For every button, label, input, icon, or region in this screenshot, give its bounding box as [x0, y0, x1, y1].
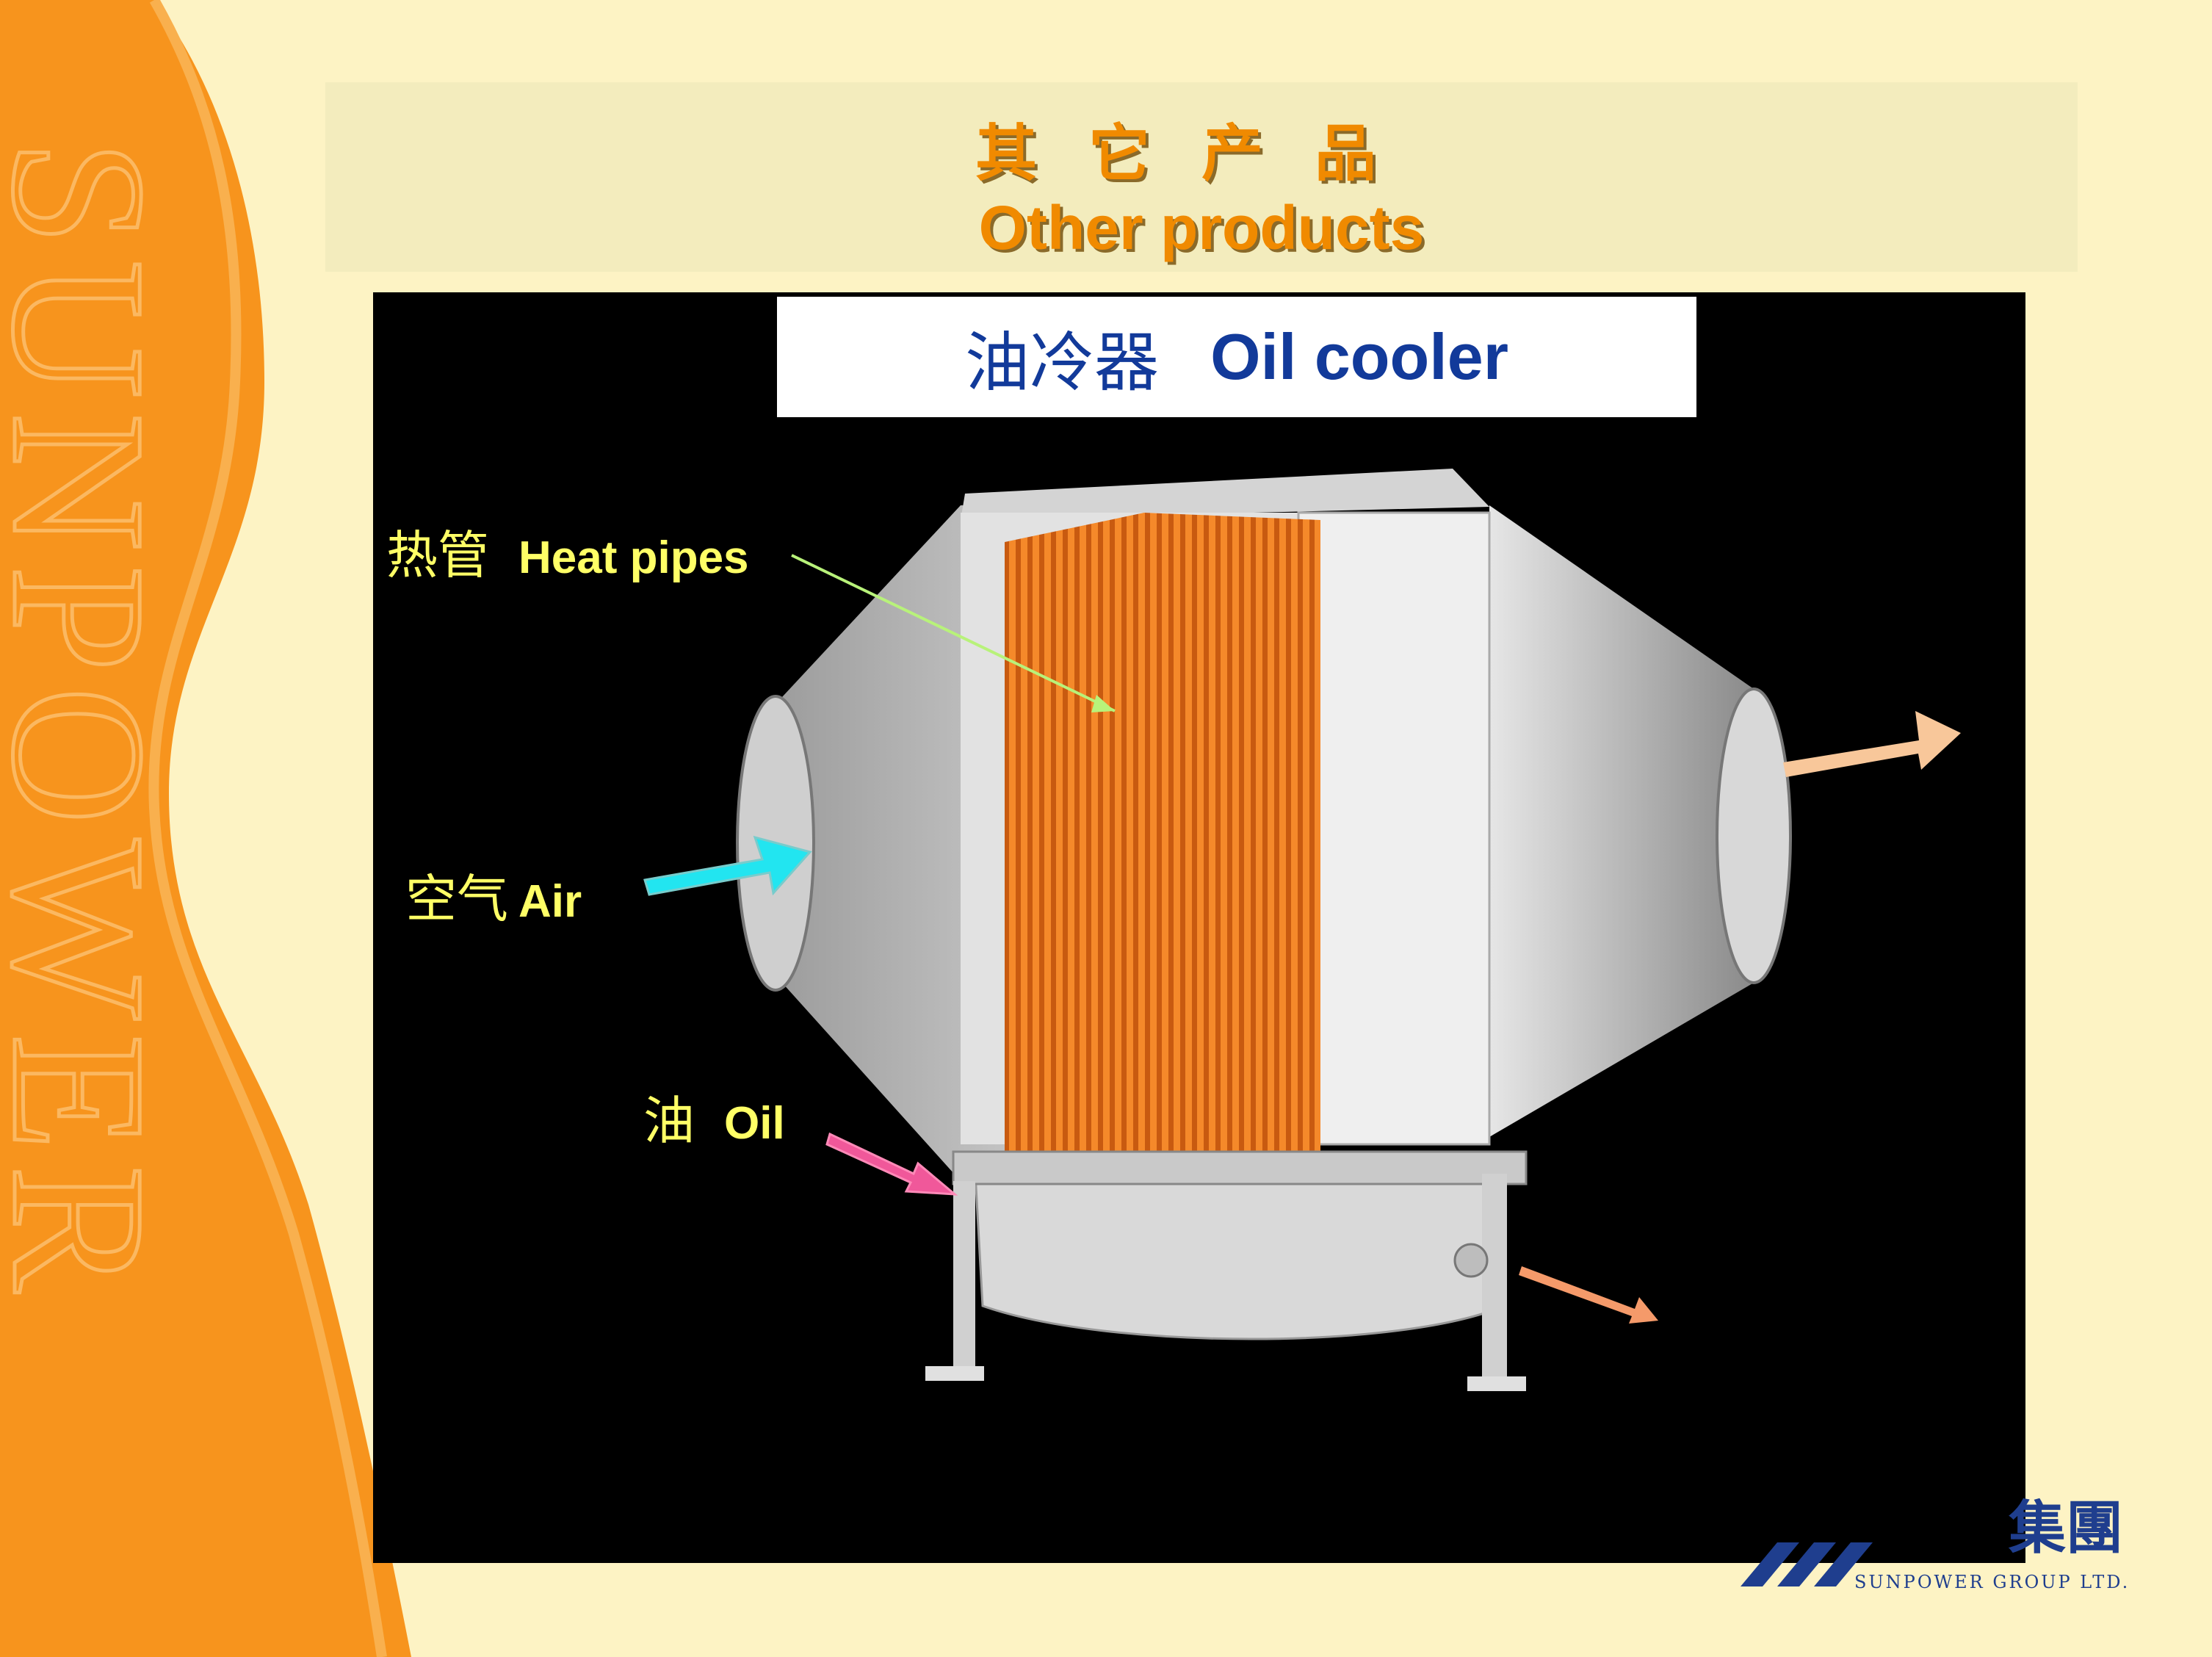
air-arrow [643, 835, 812, 896]
oil-header-flange [952, 1150, 1528, 1185]
label-air-cn: 空气 [405, 869, 508, 929]
title-chinese: 其它产品 [975, 117, 1428, 189]
outlet-cone [1489, 505, 1754, 1137]
caption-english: Oil cooler [1210, 320, 1508, 393]
label-oil: 油 Oil [643, 1080, 785, 1154]
logo-mark [1741, 1542, 1799, 1586]
support-foot-left [925, 1366, 984, 1381]
title-band: 其它产品 Other products [325, 82, 2078, 272]
label-heat-pipes-en: Heat pipes [518, 533, 749, 583]
sunpower-logo [1741, 1542, 1873, 1586]
logo-english: SUNPOWER GROUP LTD. [1854, 1572, 2130, 1592]
housing-side-panel [1297, 511, 1491, 1146]
housing-top [961, 469, 1489, 520]
oil-outlet-nozzle [1453, 1243, 1489, 1278]
heat-pipe-bank [1005, 513, 1320, 1328]
oil-cooler-illustration [643, 469, 1961, 1391]
label-oil-en: Oil [724, 1098, 785, 1149]
oil-outlet-arrow [1519, 1266, 1658, 1324]
title-english: Other products [978, 193, 1425, 262]
oil-header [974, 1158, 1506, 1340]
label-heat-pipes-cn: 热管 [386, 525, 489, 585]
label-oil-cn: 油 [643, 1091, 695, 1151]
caption-chinese: 油冷器 [965, 324, 1160, 400]
support-leg-right [1482, 1174, 1507, 1387]
outlet-flange [1716, 687, 1792, 984]
caption-box: 油冷器 Oil cooler [777, 297, 1696, 417]
logo-chinese: 集團 [2009, 1495, 2124, 1562]
label-air-en: Air [518, 876, 582, 927]
label-heat-pipes: 热管 Heat pipes [386, 514, 749, 588]
support-foot-right [1467, 1376, 1526, 1391]
outlet-air-arrow [1783, 711, 1961, 777]
heat-pipes-leader [791, 554, 1116, 712]
support-leg-left [953, 1181, 975, 1379]
heat-pipes-leader-head [1091, 695, 1115, 712]
oil-inlet-arrow [825, 1132, 958, 1196]
sunpower-watermark: SUNPOWER [0, 140, 184, 1307]
